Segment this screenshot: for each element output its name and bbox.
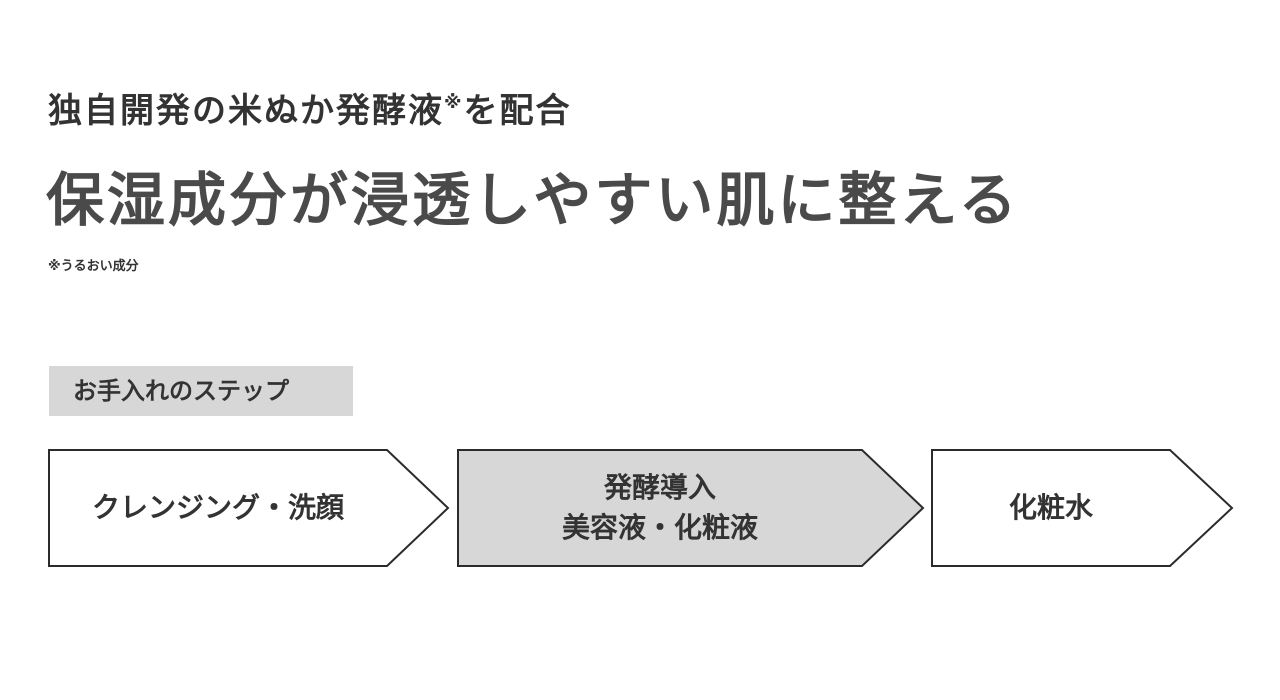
step-1-line-1: クレンジング・洗顔 xyxy=(91,491,344,524)
subtitle-tail: を配合 xyxy=(463,91,572,131)
subtitle-footnote-mark: ※ xyxy=(444,92,464,113)
step-fermentation-serum: 発酵導入 美容液・化粧液 xyxy=(458,450,862,566)
footnote: ※うるおい成分 xyxy=(48,259,139,274)
page-headline: 保湿成分が浸透しやすい肌に整える xyxy=(46,166,1020,234)
step-lotion: 化粧水 xyxy=(932,450,1170,566)
step-cleansing: クレンジング・洗顔 xyxy=(49,450,387,566)
subtitle: 独自開発の米ぬか発酵液※を配合 xyxy=(48,86,572,136)
steps-section-title: お手入れのステップ xyxy=(49,366,353,416)
step-3-line-1: 化粧水 xyxy=(1008,491,1093,524)
subtitle-main: 独自開発の米ぬか発酵液 xyxy=(48,91,444,131)
step-2-line-1: 発酵導入 xyxy=(603,471,716,504)
step-2-line-2: 美容液・化粧液 xyxy=(561,511,758,544)
